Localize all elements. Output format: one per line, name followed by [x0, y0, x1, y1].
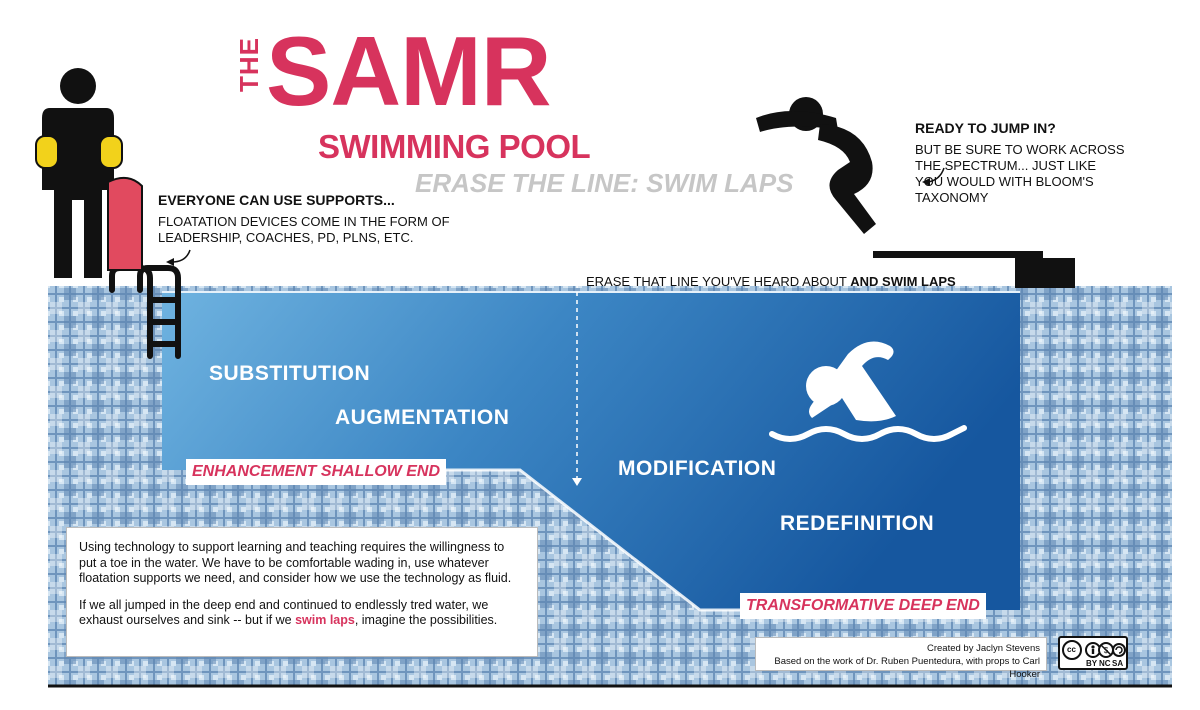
title-samr: SAMR	[266, 16, 552, 126]
credit-author: Created by Jaclyn Stevens	[926, 643, 1040, 654]
jump-heading: READY TO JUMP IN?	[915, 120, 1056, 136]
cc-nc-label: NC	[1099, 659, 1111, 668]
erase-line-caption: ERASE THAT LINE YOU'VE HEARD ABOUT AND S…	[586, 274, 956, 289]
supports-arrow	[171, 249, 191, 263]
stage-substitution: SUBSTITUTION	[209, 362, 371, 385]
title-the: THE	[234, 37, 264, 92]
standing-person-icon	[35, 68, 143, 278]
supports-heading: EVERYONE CAN USE SUPPORTS...	[158, 192, 395, 208]
diving-board	[873, 251, 1075, 288]
cc-license-badge[interactable]: $ cc BY NC SA	[1058, 636, 1128, 670]
swimmer-icon	[769, 341, 967, 442]
credit-based-on: Based on the work of Dr. Ruben Puentedur…	[774, 656, 1040, 680]
supports-body: Floatation devices come in the form of l…	[158, 214, 450, 245]
cc-text: cc	[1067, 645, 1076, 654]
info-paragraph-2: If we all jumped in the deep end and con…	[79, 598, 525, 629]
title-subtitle: SWIMMING POOL	[318, 128, 591, 165]
erase-line-bold: AND SWIM LAPS	[850, 274, 956, 289]
cc-sa-label: SA	[1112, 659, 1124, 668]
title-tagline: ERASE THE LINE: SWIM LAPS	[415, 168, 794, 198]
stage-modification: MODIFICATION	[618, 457, 777, 480]
info-paragraph-2-after: , imagine the possibilities.	[354, 613, 498, 627]
info-swim-laps-highlight: swim laps	[295, 613, 355, 627]
info-box: Using technology to support learning and…	[66, 527, 538, 657]
pool-water	[162, 292, 1020, 610]
stage-redefinition: REDEFINITION	[780, 512, 935, 535]
credits-box: Created by Jaclyn Stevens Based on the w…	[755, 637, 1047, 680]
shallow-end-label: ENHANCEMENT SHALLOW END	[186, 459, 446, 485]
info-paragraph-1: Using technology to support learning and…	[79, 540, 512, 585]
diving-person-icon	[756, 97, 876, 234]
cc-by-label: BY	[1086, 659, 1098, 668]
jump-body: BUT BE SURE TO WORK ACROSS THE SPECTRUM.…	[915, 142, 1125, 205]
erase-line-prefix: ERASE THAT LINE YOU'VE HEARD ABOUT	[586, 274, 851, 289]
info-paragraph-2-before: If we all jumped in the deep end and con…	[79, 597, 489, 628]
cc-license-icon: $	[1062, 640, 1126, 660]
stage-augmentation: AUGMENTATION	[335, 406, 510, 429]
deep-end-label: TRANSFORMATIVE DEEP END	[740, 593, 986, 619]
